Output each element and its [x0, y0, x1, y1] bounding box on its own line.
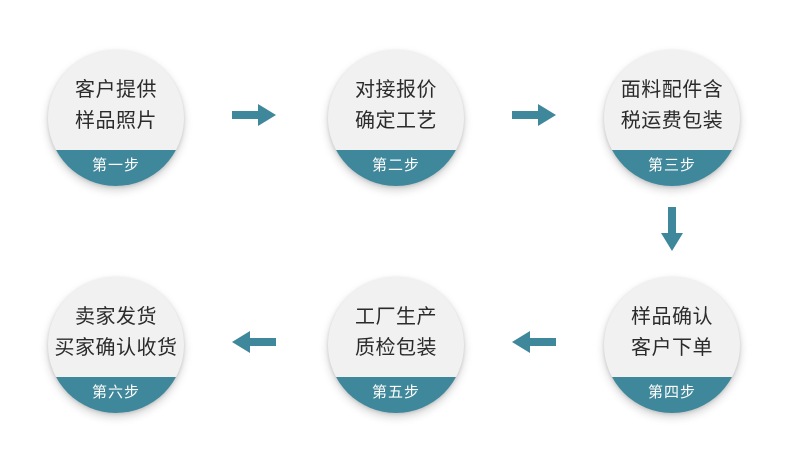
- step-1-text: 客户提供 样品照片: [48, 74, 184, 136]
- step-4-line-2: 客户下单: [631, 335, 713, 359]
- step-4-circle: 样品确认 客户下单 第四步: [604, 277, 740, 413]
- arrow-left-icon: [512, 331, 556, 353]
- step-3-text: 面料配件含 税运费包装: [604, 74, 740, 136]
- step-4-label: 第四步: [604, 377, 740, 413]
- step-5-text: 工厂生产 质检包装: [328, 301, 464, 363]
- step-3-circle: 面料配件含 税运费包装 第三步: [604, 50, 740, 186]
- step-5-label: 第五步: [328, 377, 464, 413]
- step-2-line-2: 确定工艺: [355, 108, 437, 132]
- step-1-label: 第一步: [48, 150, 184, 186]
- arrow-left-icon: [232, 331, 276, 353]
- step-5-circle: 工厂生产 质检包装 第五步: [328, 277, 464, 413]
- step-3-line-1: 面料配件含: [620, 77, 724, 101]
- step-1-line-2: 样品照片: [75, 108, 157, 132]
- step-3-line-2: 税运费包装: [620, 108, 724, 132]
- step-3-label: 第三步: [604, 150, 740, 186]
- step-2-line-1: 对接报价: [355, 77, 437, 101]
- step-5-line-2: 质检包装: [355, 335, 437, 359]
- step-4-text: 样品确认 客户下单: [604, 301, 740, 363]
- step-2-label: 第二步: [328, 150, 464, 186]
- arrow-right-icon: [232, 104, 276, 126]
- step-6-line-2: 买家确认收货: [54, 335, 178, 359]
- step-6-label: 第六步: [48, 377, 184, 413]
- arrow-down-icon: [661, 207, 683, 251]
- step-2-text: 对接报价 确定工艺: [328, 74, 464, 136]
- step-6-line-1: 卖家发货: [75, 304, 157, 328]
- arrow-right-icon: [512, 104, 556, 126]
- step-6-circle: 卖家发货 买家确认收货 第六步: [48, 277, 184, 413]
- step-4-line-1: 样品确认: [631, 304, 713, 328]
- step-1-circle: 客户提供 样品照片 第一步: [48, 50, 184, 186]
- step-1-line-1: 客户提供: [75, 77, 157, 101]
- step-5-line-1: 工厂生产: [355, 304, 437, 328]
- step-6-text: 卖家发货 买家确认收货: [48, 301, 184, 363]
- step-2-circle: 对接报价 确定工艺 第二步: [328, 50, 464, 186]
